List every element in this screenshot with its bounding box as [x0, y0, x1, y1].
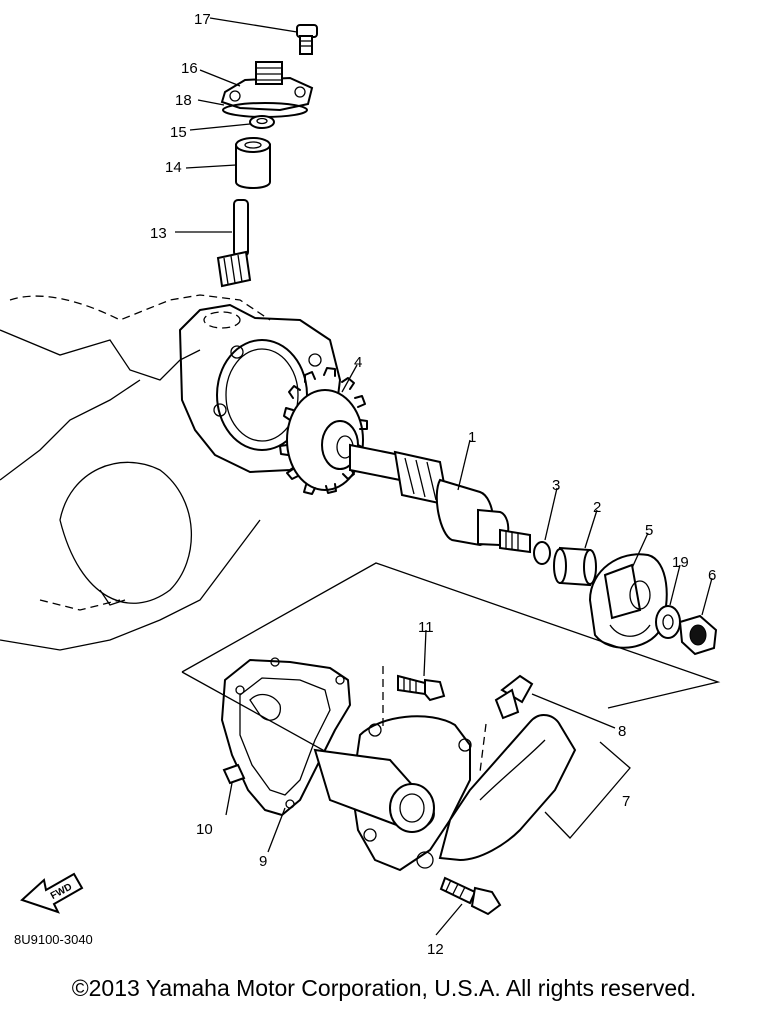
diagram-code: 8U9100-3040: [14, 932, 93, 947]
callout-19: 19: [672, 554, 689, 571]
callouts: 17 16 18 15 14 13 4 1 3 2 5 19 6 11 8 7 …: [150, 11, 716, 958]
part-washer-19: [655, 605, 681, 639]
callout-7: 7: [622, 793, 630, 810]
part-nut-6: [678, 614, 718, 656]
callout-14: 14: [165, 159, 182, 176]
part-bolt-17: [296, 24, 318, 55]
part-bolt-11: [397, 674, 446, 702]
part-gear-4: [279, 367, 368, 495]
callout-2: 2: [593, 499, 601, 516]
callout-12: 12: [427, 941, 444, 958]
part-fitting-8: [494, 674, 534, 720]
callout-3: 3: [552, 477, 560, 494]
callout-18: 18: [175, 92, 192, 109]
part-bolt-12: [439, 876, 502, 916]
callout-6: 6: [708, 567, 716, 584]
callout-13: 13: [150, 225, 167, 242]
part-impeller-shaft-1: [349, 443, 531, 554]
callout-4: 4: [354, 354, 362, 371]
part-seal-15: [249, 115, 275, 129]
callout-8: 8: [618, 723, 626, 740]
fwd-arrow-icon: FWD: [20, 872, 84, 914]
part-collar-2: [553, 546, 597, 587]
callout-17: 17: [194, 11, 211, 28]
part-bushing-14: [235, 137, 271, 189]
part-pump-housing-7: [313, 714, 577, 872]
callout-10: 10: [196, 821, 213, 838]
part-cover-16: [220, 61, 314, 112]
leader-lines: [175, 17, 713, 936]
part-ring-3: [533, 541, 551, 565]
part-dowel-10: [222, 763, 246, 785]
callout-15: 15: [170, 124, 187, 141]
callout-16: 16: [181, 60, 198, 77]
copyright-text: ©2013 Yamaha Motor Corporation, U.S.A. A…: [71, 975, 697, 1001]
impeller-shaft-assembly: [279, 367, 718, 656]
part-gear-shaft-13: [216, 199, 252, 288]
callout-1: 1: [468, 429, 476, 446]
drive-gear-stack: [216, 24, 318, 288]
callout-9: 9: [259, 853, 267, 870]
part-impeller-5: [588, 553, 668, 649]
callout-11: 11: [418, 619, 434, 636]
callout-5: 5: [645, 522, 653, 539]
